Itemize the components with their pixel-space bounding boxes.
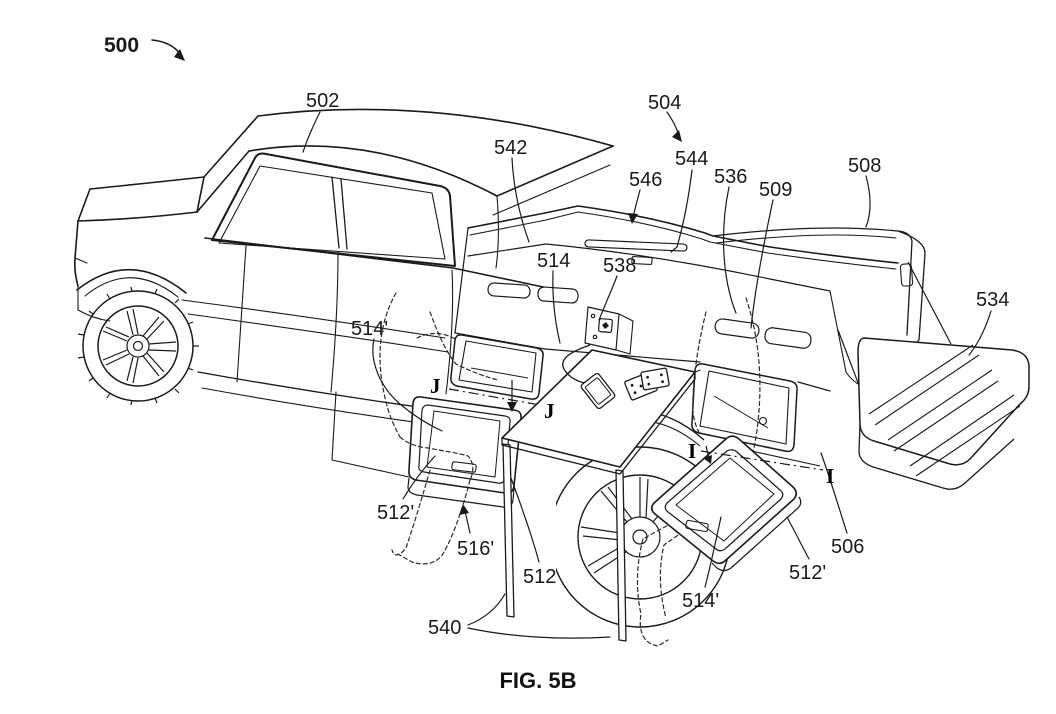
ref-label-512: 512 (523, 566, 556, 588)
leader-516p (464, 510, 471, 534)
section-letter-J2: J (544, 399, 555, 423)
wheel-spokes (102, 308, 177, 384)
leader-514p-left (372, 338, 443, 432)
power-outlet (584, 306, 634, 355)
leader-506 (820, 452, 848, 534)
table-leg-left (502, 443, 515, 618)
right-door-cushion (664, 449, 784, 552)
bulkhead-handle-slots (487, 282, 812, 349)
right-door-latch (685, 519, 709, 533)
section-letter-I1: I (688, 439, 696, 463)
ref-label-508: 508 (848, 155, 881, 177)
section-line-J (448, 388, 541, 406)
table-leg-right (615, 469, 627, 642)
ref-label-514p-right: 514' (682, 590, 719, 612)
ref-label-540: 540 (428, 617, 461, 639)
reference-labels: 500 502 504 542 544 546 536 509 508 534 … (104, 34, 1009, 693)
charging-cable (562, 344, 591, 385)
left-tunnel-aperture (450, 334, 544, 400)
leader-514 (552, 270, 561, 344)
ref-label-514: 514 (537, 250, 570, 272)
leader-534 (968, 310, 992, 356)
leader-544 (670, 169, 693, 253)
leader-540-a (467, 593, 506, 626)
leader-540-b (467, 627, 611, 639)
leader-508 (865, 175, 871, 228)
section-letter-I2: I (826, 464, 834, 488)
leader-514p-right (704, 516, 722, 588)
ref-label-538: 538 (603, 255, 636, 277)
leader-536 (722, 186, 737, 314)
ref-label-509: 509 (759, 179, 792, 201)
section-lines (448, 380, 824, 471)
ref-label-534: 534 (976, 289, 1009, 311)
leader-502 (302, 111, 321, 153)
left-door-cushion (418, 404, 511, 484)
ref-label-502: 502 (306, 90, 339, 112)
truck-cab (74, 108, 614, 478)
tailgate-ribs (868, 344, 1021, 477)
bed-rail-slot (584, 239, 688, 252)
ref-label-542: 542 (494, 137, 527, 159)
leader-509 (750, 199, 774, 329)
left-door-latch (451, 461, 477, 473)
right-tunnel-door-folded (650, 435, 802, 572)
ref-label-512p-right: 512' (789, 562, 826, 584)
ref-label-500: 500 (104, 34, 139, 57)
ref-label-512p-left: 512' (377, 502, 414, 524)
phone-device (580, 372, 616, 410)
tailgate-folded (837, 261, 1030, 490)
tunnel-button (758, 416, 768, 426)
ref-label-506: 506 (831, 536, 864, 558)
section-line-I (700, 450, 824, 471)
front-wheel (77, 286, 199, 406)
tire-tread (77, 286, 199, 406)
gear-tunnel-left (407, 334, 544, 508)
leader-512p-left (402, 455, 436, 500)
ref-label-514p-left: 514' (351, 318, 388, 340)
leader-538 (598, 275, 618, 321)
left-tunnel-door-folded (407, 396, 522, 508)
figure-caption: FIG. 5B (499, 668, 576, 693)
table-items (562, 344, 670, 410)
ref-label-516p: 516' (457, 538, 494, 560)
playing-cards (624, 367, 670, 401)
small-slot (631, 256, 653, 265)
ref-label-504: 504 (648, 92, 681, 114)
leader-542 (511, 157, 530, 243)
ref-label-536: 536 (714, 166, 747, 188)
section-letter-J1: J (430, 374, 441, 398)
leader-512 (510, 477, 540, 563)
tailgate-cable-right (907, 261, 952, 345)
ref-label-546: 546 (629, 169, 662, 191)
ref-label-544: 544 (675, 148, 708, 170)
leader-lines (151, 39, 992, 639)
leader-512p-right (786, 516, 810, 560)
